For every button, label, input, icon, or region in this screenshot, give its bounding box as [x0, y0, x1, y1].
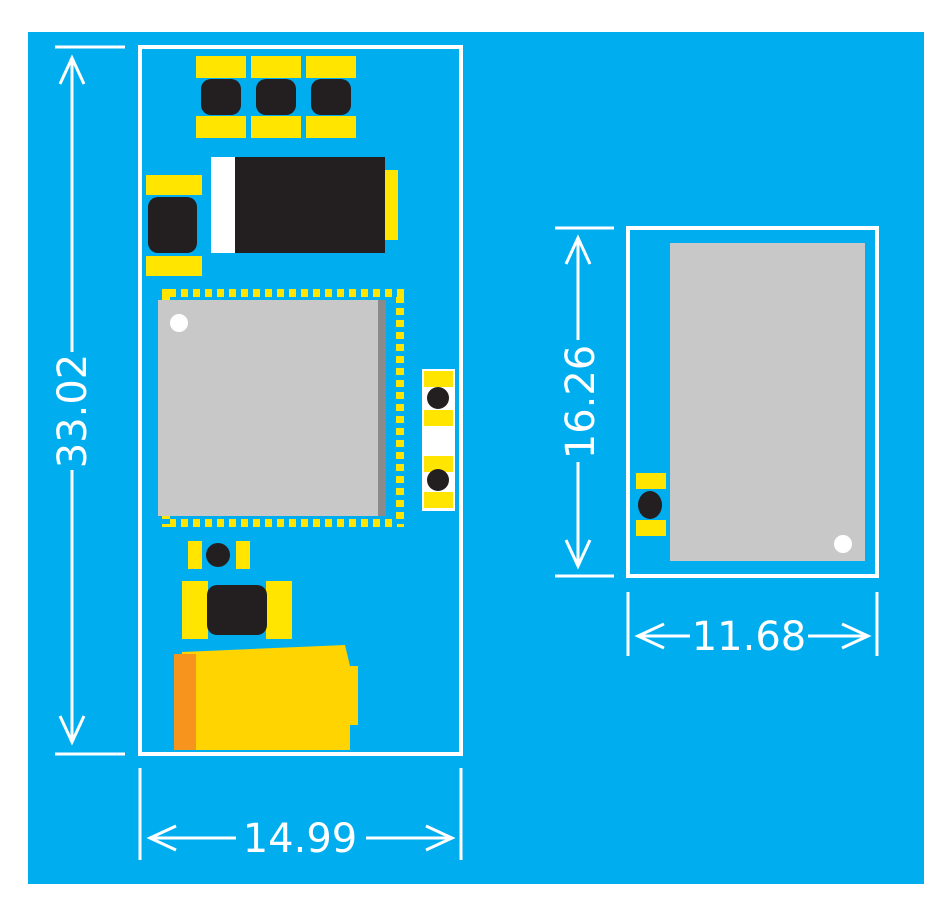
castellation-notch [396, 339, 404, 344]
castellation-notch [236, 519, 241, 527]
castellation-notch [396, 351, 404, 356]
castellation-notch [396, 507, 404, 512]
castellation-notch [212, 519, 217, 527]
height-dimension-right: 16.26 [555, 226, 614, 578]
castellation-notch [260, 519, 265, 527]
diode-cathode-band [211, 157, 235, 253]
castellation-notch [396, 459, 404, 464]
castellation-notch [320, 289, 325, 297]
castellation-notch [396, 447, 404, 452]
castellation-notch [332, 519, 337, 527]
main-module [158, 289, 404, 527]
castellation-notch [344, 519, 349, 527]
castellation-notch [188, 289, 193, 297]
height-dimension-left: 33.02 [50, 45, 125, 756]
castellation-notch [396, 315, 404, 320]
castellation-notch [396, 363, 404, 368]
castellation-notch [396, 495, 404, 500]
castellation-notch [332, 289, 337, 297]
castellation-notch [308, 519, 313, 527]
castellation-notch [272, 289, 277, 297]
pin1-marker [170, 314, 188, 332]
capacitor-2 [256, 79, 296, 115]
width-dimension-right: 11.68 [626, 592, 879, 660]
castellation-notch [396, 387, 404, 392]
castellation-notch [396, 375, 404, 380]
castellation-notch [272, 519, 277, 527]
capacitor-1 [201, 79, 241, 115]
castellation-notch [396, 303, 404, 308]
castellation-notch [296, 519, 301, 527]
castellation-notch [176, 519, 181, 527]
castellation-notch [176, 289, 181, 297]
right-board-outline [626, 226, 879, 578]
right-pin1-marker [834, 535, 852, 553]
left-inductor [146, 175, 202, 276]
castellation-notch [396, 519, 404, 524]
module-shield [158, 300, 386, 516]
castellation-notch [308, 289, 313, 297]
castellation-notch [260, 289, 265, 297]
castellation-notch [392, 519, 397, 527]
castellation-notch [396, 327, 404, 332]
capacitor-3 [311, 79, 351, 115]
castellation-notch [396, 399, 404, 404]
castellation-notch [396, 435, 404, 440]
left-board-outline [138, 45, 463, 756]
width-label-right: 11.68 [692, 614, 807, 660]
castellation-notch [396, 423, 404, 428]
top-capacitor-row [196, 56, 356, 138]
castellation-notch [224, 289, 229, 297]
castellation-notch [212, 289, 217, 297]
castellation-notch [162, 519, 170, 524]
castellation-notch [392, 289, 397, 297]
left-board: 33.02 14.99 [50, 45, 463, 862]
castellation-notch [284, 289, 289, 297]
right-vertical-component [422, 369, 455, 511]
height-label-right: 16.26 [558, 345, 604, 460]
castellation-notch [284, 519, 289, 527]
diode [211, 157, 398, 253]
castellation-notch [224, 519, 229, 527]
tantalum-polarity-band [174, 654, 196, 750]
right-board: 16.26 11.68 [555, 226, 879, 660]
castellation-notch [380, 289, 385, 297]
castellation-notch [356, 289, 361, 297]
castellation-notch [396, 411, 404, 416]
castellation-notch [356, 519, 361, 527]
castellation-notch [368, 519, 373, 527]
right-module-shield [670, 243, 865, 561]
castellation-notch [368, 289, 373, 297]
height-label-left: 33.02 [50, 354, 96, 469]
width-dimension-left: 14.99 [138, 768, 463, 862]
lower-component-cluster [182, 541, 292, 639]
castellation-notch [344, 289, 349, 297]
castellation-notch [188, 519, 193, 527]
castellation-notch [200, 289, 205, 297]
tantalum-capacitor [174, 645, 358, 750]
castellation-notch [200, 519, 205, 527]
castellation-notch [320, 519, 325, 527]
width-label-left: 14.99 [243, 816, 358, 862]
castellation-notch [396, 471, 404, 476]
right-small-capacitor [636, 473, 666, 536]
castellation-notch [248, 519, 253, 527]
castellation-notch [248, 289, 253, 297]
castellation-notch [296, 289, 301, 297]
castellation-notch [396, 483, 404, 488]
castellation-notch [380, 519, 385, 527]
castellation-notch [236, 289, 241, 297]
